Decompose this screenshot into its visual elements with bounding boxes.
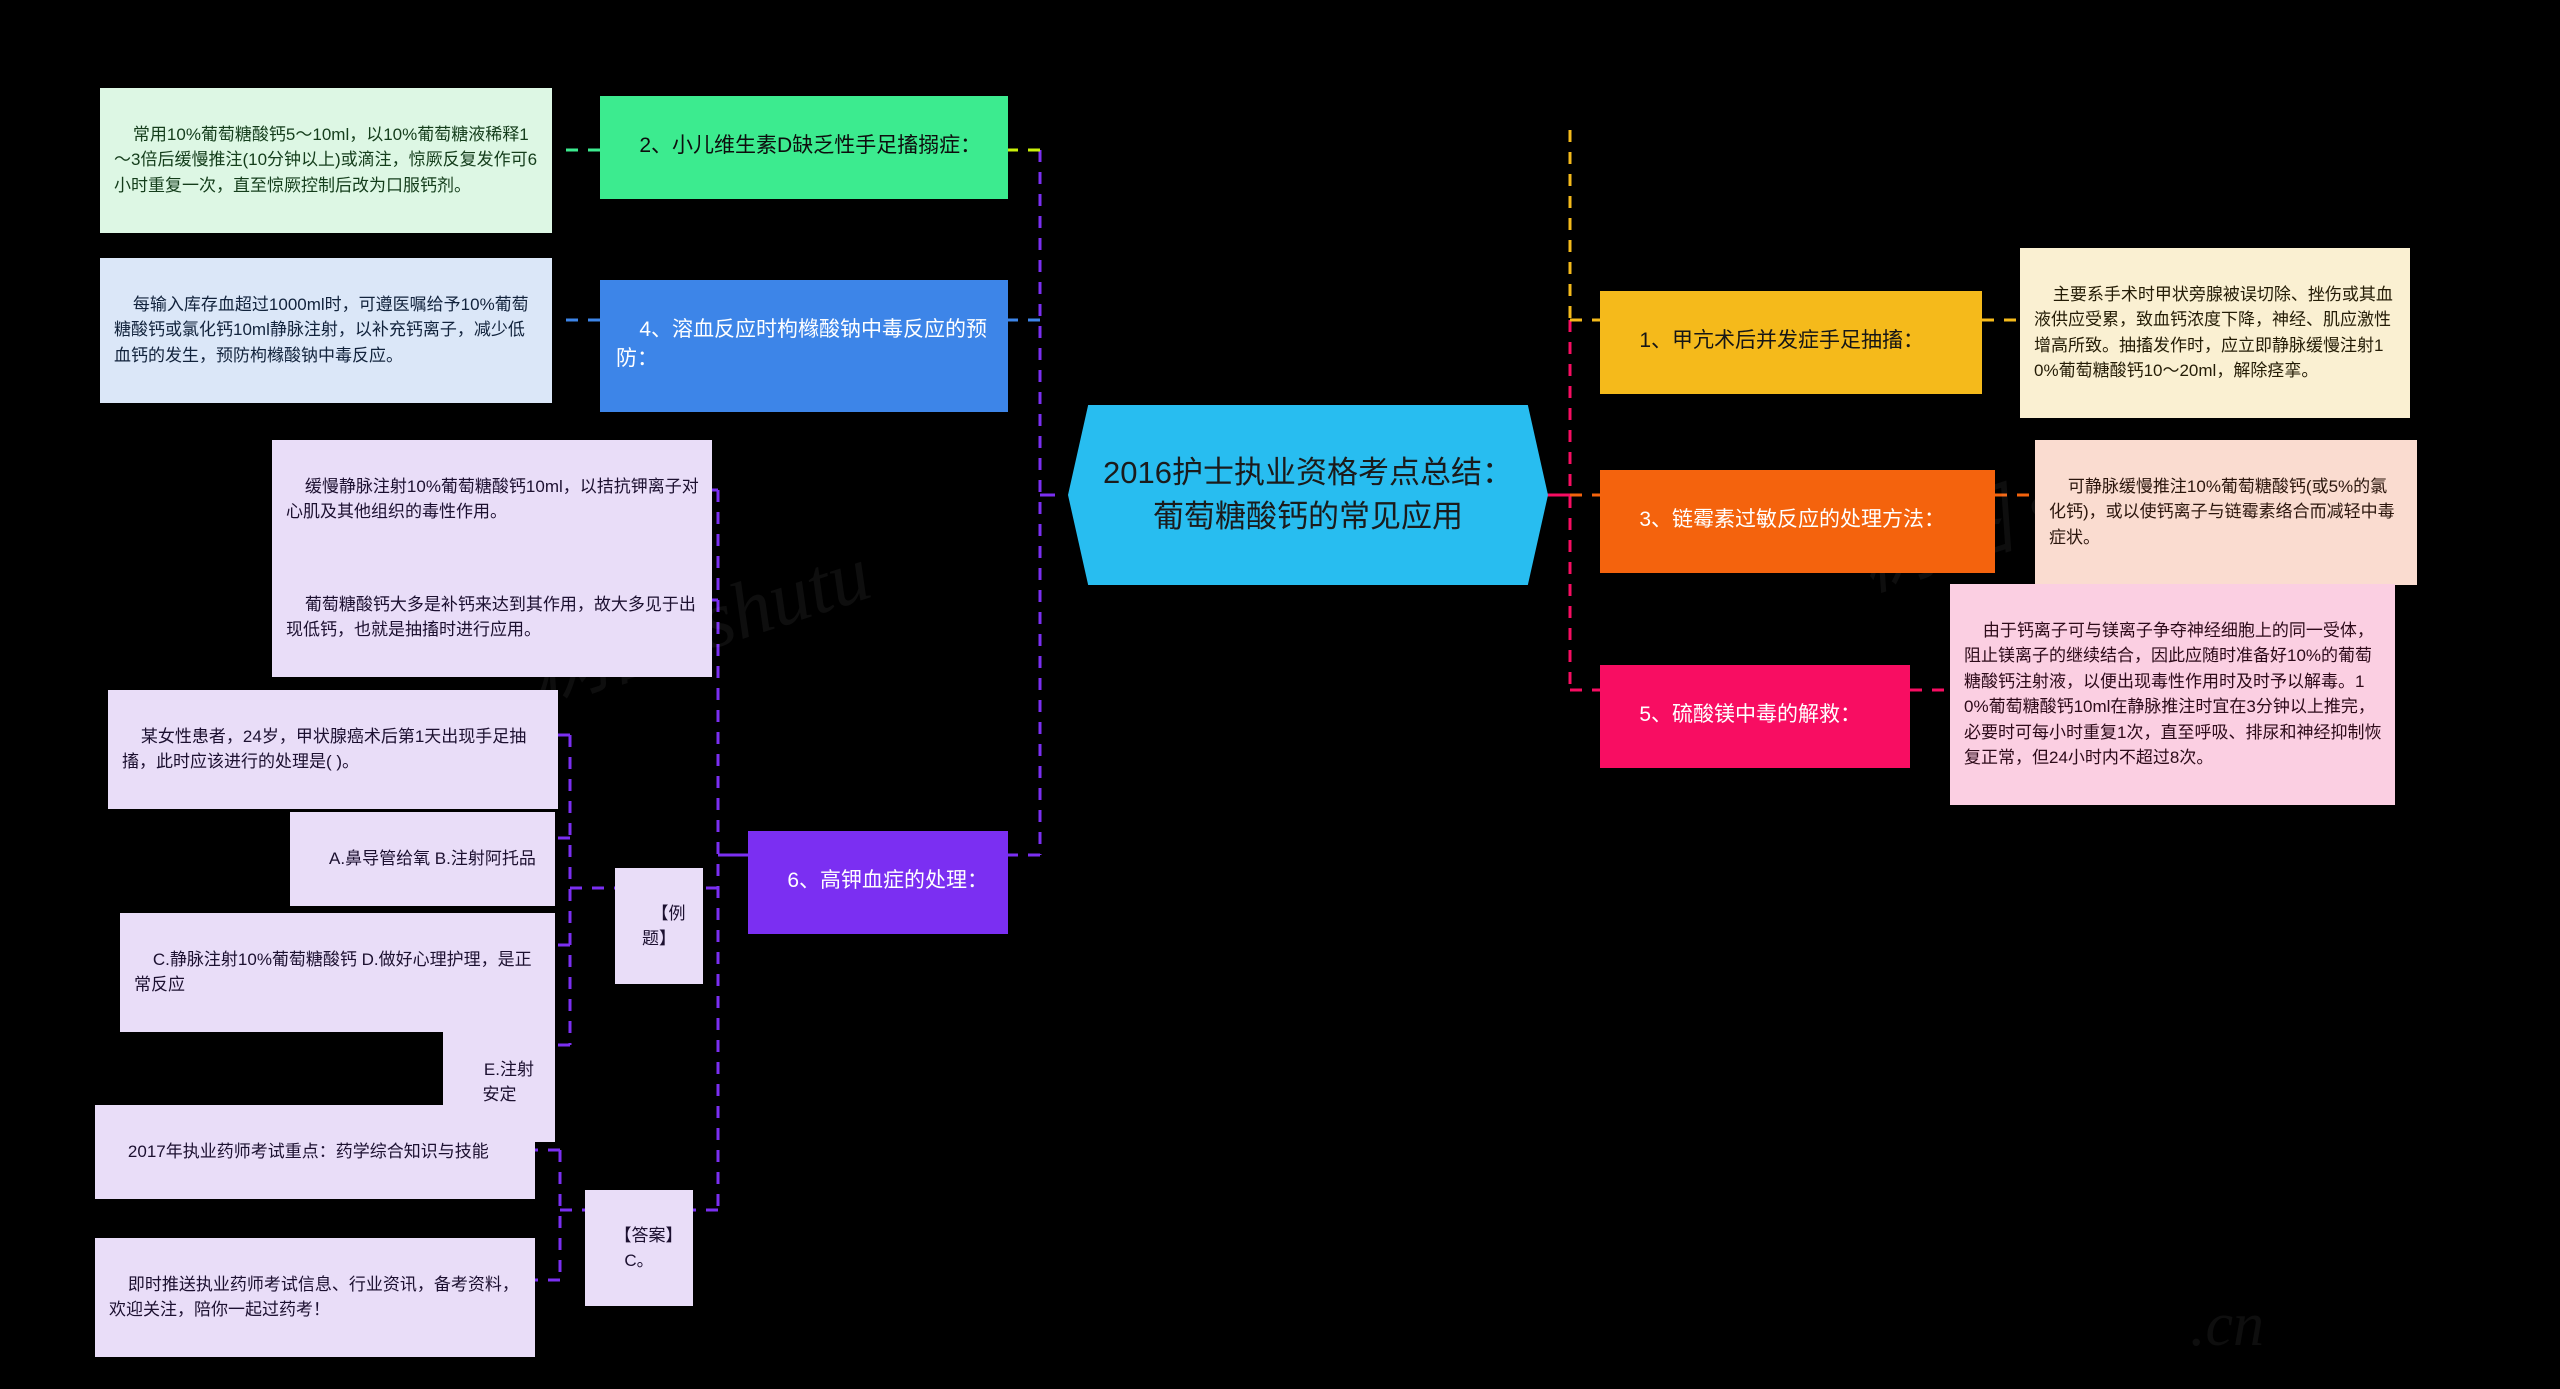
- topic-6-hyperkalemia[interactable]: 6、高钾血症的处理：: [748, 831, 1008, 934]
- topic-1-hyperthyroid-tetany[interactable]: 1、甲亢术后并发症手足抽搐：: [1600, 291, 1982, 394]
- answer-label: 【答案】C。: [585, 1190, 693, 1306]
- note-6-hyperkalemia-b: 葡萄糖酸钙大多是补钙来达到其作用，故大多见于出现低钙，也就是抽搐时进行应用。: [272, 558, 712, 677]
- topic-label: 1、甲亢术后并发症手足抽搐：: [1639, 328, 1925, 352]
- watermark: .cn: [2190, 1291, 2265, 1359]
- topic-label: 3、链霉素过敏反应的处理方法：: [1639, 507, 1946, 531]
- note-text: 每输入库存血超过1000ml时，可遵医嘱给予10%葡萄糖酸钙或氯化钙10ml静脉…: [114, 294, 529, 365]
- topic-4-citrate-prevention[interactable]: 4、溶血反应时枸橼酸钠中毒反应的预防：: [600, 280, 1008, 412]
- note-2-vitamin-d-tetany: 常用10%葡萄糖酸钙5～10ml，以10%葡萄糖液稀释1～3倍后缓慢推注(10分…: [100, 88, 552, 233]
- answer-note-subscribe: 即时推送执业药师考试信息、行业资讯，备考资料，欢迎关注，陪你一起过药考！: [95, 1238, 535, 1357]
- note-text: 主要系手术时甲状旁腺被误切除、挫伤或其血液供应受累，致血钙浓度下降，神经、肌应激…: [2034, 284, 2393, 381]
- topic-label: 6、高钾血症的处理：: [787, 868, 989, 892]
- note-text: 常用10%葡萄糖酸钙5～10ml，以10%葡萄糖液稀释1～3倍后缓慢推注(10分…: [114, 124, 538, 195]
- topic-5-magnesium-poisoning[interactable]: 5、硫酸镁中毒的解救：: [1600, 665, 1910, 768]
- note-text: 缓慢静脉注射10%葡萄糖酸钙10ml，以拮抗钾离子对心肌及其他组织的毒性作用。: [286, 476, 699, 522]
- note-5-magnesium-poisoning: 由于钙离子可与镁离子争夺神经细胞上的同一受体，阻止镁离子的继续结合，因此应随时准…: [1950, 584, 2395, 805]
- center-topic-label: 2016护士执业资格考点总结：葡萄糖酸钙的常见应用: [1103, 454, 1513, 534]
- note-1-hyperthyroid-tetany: 主要系手术时甲状旁腺被误切除、挫伤或其血液供应受累，致血钙浓度下降，神经、肌应激…: [2020, 248, 2410, 418]
- note-4-citrate-prevention: 每输入库存血超过1000ml时，可遵医嘱给予10%葡萄糖酸钙或氯化钙10ml静脉…: [100, 258, 552, 403]
- note-text: 葡萄糖酸钙大多是补钙来达到其作用，故大多见于出现低钙，也就是抽搐时进行应用。: [286, 594, 696, 640]
- example-label: 【例题】: [615, 868, 703, 984]
- answer-note-exam-focus: 2017年执业药师考试重点：药学综合知识与技能: [95, 1105, 535, 1199]
- note-text: 即时推送执业药师考试信息、行业资讯，备考资料，欢迎关注，陪你一起过药考！: [109, 1274, 519, 1320]
- answer-label-text: 【答案】C。: [614, 1225, 683, 1271]
- topic-label: 2、小儿维生素D缺乏性手足搐搦症：: [639, 133, 982, 157]
- example-label-text: 【例题】: [642, 903, 686, 949]
- example-stem-text: 某女性患者，24岁，甲状腺癌术后第1天出现手足抽搐，此时应该进行的处理是( )。: [122, 726, 527, 772]
- option-text: E.注射安定: [482, 1059, 534, 1105]
- note-6-hyperkalemia-a: 缓慢静脉注射10%葡萄糖酸钙10ml，以拮抗钾离子对心肌及其他组织的毒性作用。: [272, 440, 712, 559]
- note-text: 可静脉缓慢推注10%葡萄糖酸钙(或5%的氯化钙)，或以使钙离子与链霉素络合而减轻…: [2049, 476, 2395, 547]
- example-option-cd: C.静脉注射10%葡萄糖酸钙 D.做好心理护理，是正常反应: [120, 913, 555, 1032]
- note-text: 由于钙离子可与镁离子争夺神经细胞上的同一受体，阻止镁离子的继续结合，因此应随时准…: [1964, 620, 2382, 768]
- topic-2-vitamin-d-tetany[interactable]: 2、小儿维生素D缺乏性手足搐搦症：: [600, 96, 1008, 199]
- note-3-streptomycin-allergy: 可静脉缓慢推注10%葡萄糖酸钙(或5%的氯化钙)，或以使钙离子与链霉素络合而减轻…: [2035, 440, 2417, 585]
- topic-label: 4、溶血反应时枸橼酸钠中毒反应的预防：: [616, 317, 988, 370]
- center-topic[interactable]: 2016护士执业资格考点总结：葡萄糖酸钙的常见应用: [1068, 405, 1548, 585]
- topic-3-streptomycin-allergy[interactable]: 3、链霉素过敏反应的处理方法：: [1600, 470, 1995, 573]
- note-text: 2017年执业药师考试重点：药学综合知识与技能: [127, 1141, 489, 1161]
- example-option-ab: A.鼻导管给氧 B.注射阿托品: [290, 812, 555, 906]
- option-text: C.静脉注射10%葡萄糖酸钙 D.做好心理护理，是正常反应: [134, 949, 532, 995]
- example-stem: 某女性患者，24岁，甲状腺癌术后第1天出现手足抽搐，此时应该进行的处理是( )。: [108, 690, 558, 809]
- topic-label: 5、硫酸镁中毒的解救：: [1639, 702, 1862, 726]
- option-text: A.鼻导管给氧 B.注射阿托品: [329, 848, 536, 868]
